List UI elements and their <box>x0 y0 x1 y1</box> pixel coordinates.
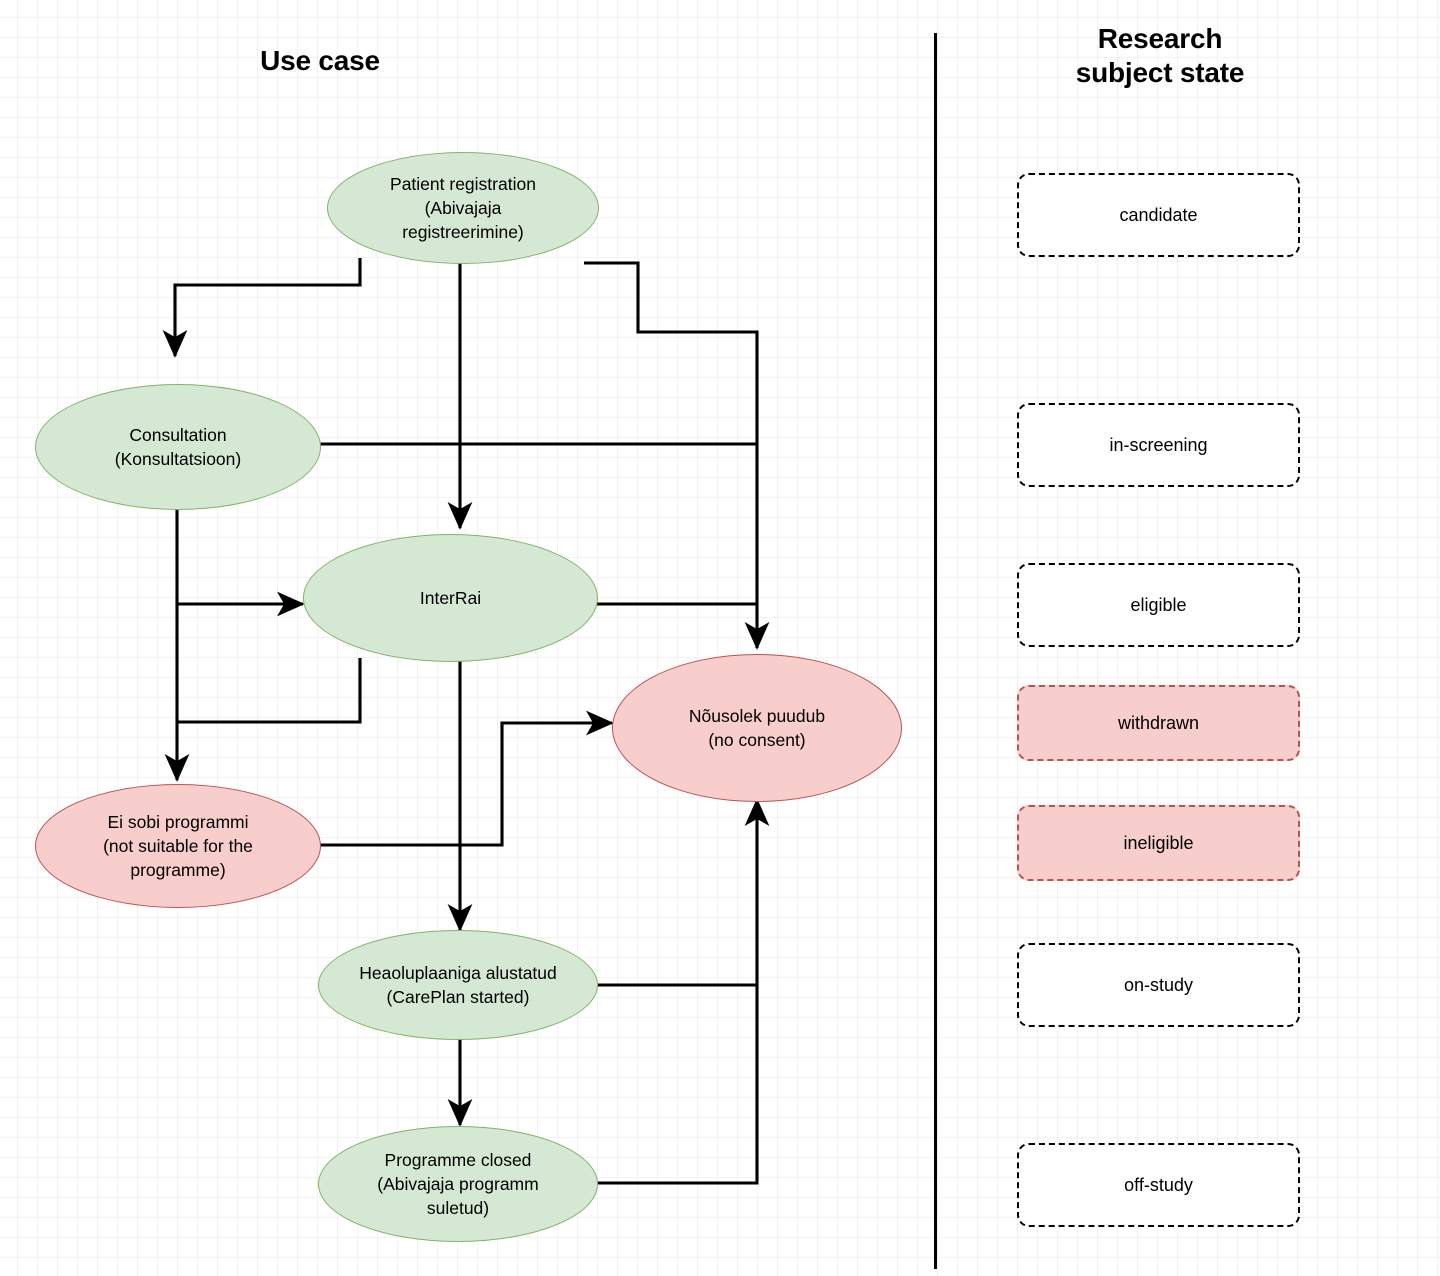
column-divider <box>934 33 937 1269</box>
node-careplan-started-label: Heaoluplaaniga alustatud (CarePlan start… <box>359 962 557 1007</box>
state-box-ineligible-label: ineligible <box>1123 832 1194 853</box>
use-case-column-title: Use case <box>260 45 380 76</box>
state-box-off-study-label: off-study <box>1124 1174 1193 1195</box>
node-consultation-label: Consultation (Konsultatsioon) <box>114 424 242 469</box>
node-interrai[interactable]: InterRai <box>303 534 598 662</box>
node-not-suitable-label: Ei sobi programmi (not suitable for the … <box>103 811 253 881</box>
state-box-on-study-label: on-study <box>1123 974 1194 995</box>
state-box-candidate-label: candidate <box>1119 204 1198 225</box>
node-interrai-label: InterRai <box>419 587 482 608</box>
state-box-candidate[interactable]: candidate <box>1017 173 1300 257</box>
state-box-in-screening-label: in-screening <box>1109 434 1208 455</box>
state-box-eligible-label: eligible <box>1130 594 1187 615</box>
edge-registration-to-consultation <box>162 258 362 358</box>
edge-careplan-to-no-consent <box>597 798 770 987</box>
node-patient-registration[interactable]: Patient registration (Abivajaja registre… <box>327 152 599 264</box>
state-box-withdrawn-label: withdrawn <box>1117 712 1200 733</box>
state-box-eligible[interactable]: eligible <box>1017 563 1300 647</box>
node-not-suitable[interactable]: Ei sobi programmi (not suitable for the … <box>35 784 321 908</box>
node-no-consent-label: Nõusolek puudub (no consent) <box>688 705 826 750</box>
node-programme-closed-label: Programme closed (Abivajaja programm sul… <box>377 1149 539 1219</box>
edge-interrai-to-not-suitable <box>177 658 362 724</box>
node-consultation[interactable]: Consultation (Konsultatsioon) <box>35 384 321 510</box>
edge-consultation-to-interrai <box>175 508 305 617</box>
state-box-ineligible[interactable]: ineligible <box>1017 805 1300 881</box>
edge-not-suitable-to-no-consent <box>320 710 614 847</box>
state-box-withdrawn[interactable]: withdrawn <box>1017 685 1300 761</box>
state-box-in-screening[interactable]: in-screening <box>1017 403 1300 487</box>
edge-programme-closed-to-no-consent <box>597 985 759 1185</box>
node-programme-closed[interactable]: Programme closed (Abivajaja programm sul… <box>318 1126 598 1242</box>
research-subject-state-column-title: Research subject state <box>1075 23 1245 89</box>
node-no-consent[interactable]: Nõusolek puudub (no consent) <box>612 654 902 802</box>
node-careplan-started[interactable]: Heaoluplaaniga alustatud (CarePlan start… <box>318 930 598 1040</box>
edge-registration-to-no-consent <box>584 261 770 650</box>
node-patient-registration-label: Patient registration (Abivajaja registre… <box>390 173 536 243</box>
state-box-off-study[interactable]: off-study <box>1017 1143 1300 1227</box>
state-box-on-study[interactable]: on-study <box>1017 943 1300 1027</box>
